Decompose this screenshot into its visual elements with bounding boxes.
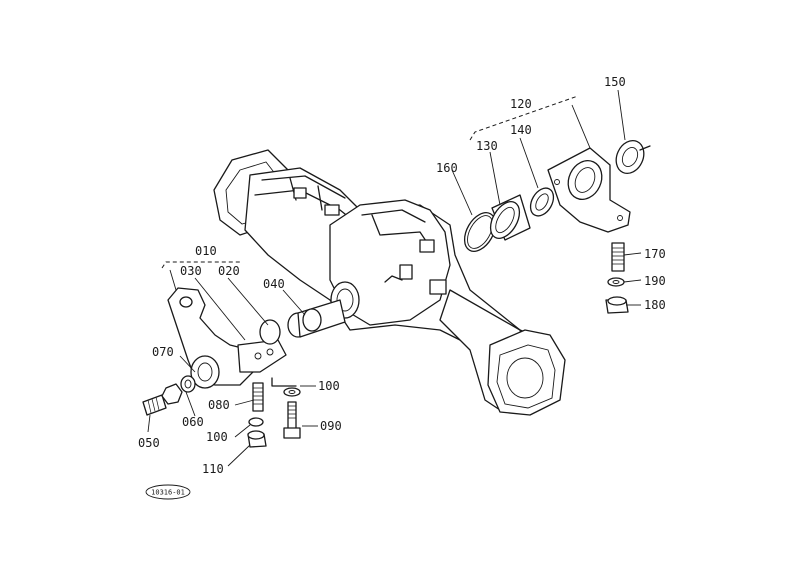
label-080: 080 bbox=[208, 398, 230, 412]
drawing-code-stamp: 10316-01 bbox=[145, 484, 191, 500]
label-140: 140 bbox=[510, 123, 532, 137]
washer-100-right bbox=[283, 387, 301, 397]
drawing-code: 10316-01 bbox=[151, 489, 185, 497]
label-100-right: 100 bbox=[318, 379, 340, 393]
label-120: 120 bbox=[510, 97, 532, 111]
part-labels: 010 030 020 040 070 080 100 060 090 100 … bbox=[138, 75, 666, 476]
label-050: 050 bbox=[138, 436, 160, 450]
label-010: 010 bbox=[195, 244, 217, 258]
label-040: 040 bbox=[263, 277, 285, 291]
seal-150 bbox=[615, 139, 651, 175]
bolt-090 bbox=[283, 401, 301, 439]
nut-060 bbox=[161, 383, 183, 405]
label-100-left: 100 bbox=[206, 430, 228, 444]
washer-100-left bbox=[248, 417, 264, 427]
label-190: 190 bbox=[644, 274, 666, 288]
bracket-120 bbox=[547, 147, 631, 233]
front-bracket bbox=[167, 287, 287, 389]
oring-160 bbox=[463, 212, 497, 252]
label-110: 110 bbox=[202, 462, 224, 476]
label-130: 130 bbox=[476, 139, 498, 153]
bolt-050 bbox=[142, 394, 167, 416]
label-030: 030 bbox=[180, 264, 202, 278]
nut-180 bbox=[605, 296, 629, 314]
washer-070 bbox=[180, 375, 196, 393]
label-180: 180 bbox=[644, 298, 666, 312]
label-160: 160 bbox=[436, 161, 458, 175]
seal-140 bbox=[529, 187, 555, 217]
stud-080 bbox=[252, 382, 264, 412]
washer-190 bbox=[607, 277, 625, 287]
bushings-020-040 bbox=[259, 299, 346, 345]
leader-lines bbox=[147, 89, 642, 467]
axle-housing bbox=[213, 149, 566, 416]
label-020: 020 bbox=[218, 264, 240, 278]
label-060: 060 bbox=[182, 415, 204, 429]
label-150: 150 bbox=[604, 75, 626, 89]
label-070: 070 bbox=[152, 345, 174, 359]
label-090: 090 bbox=[320, 419, 342, 433]
bushing-130 bbox=[489, 194, 531, 241]
stud-170 bbox=[611, 242, 625, 272]
nut-110 bbox=[247, 430, 267, 448]
label-170: 170 bbox=[644, 247, 666, 261]
